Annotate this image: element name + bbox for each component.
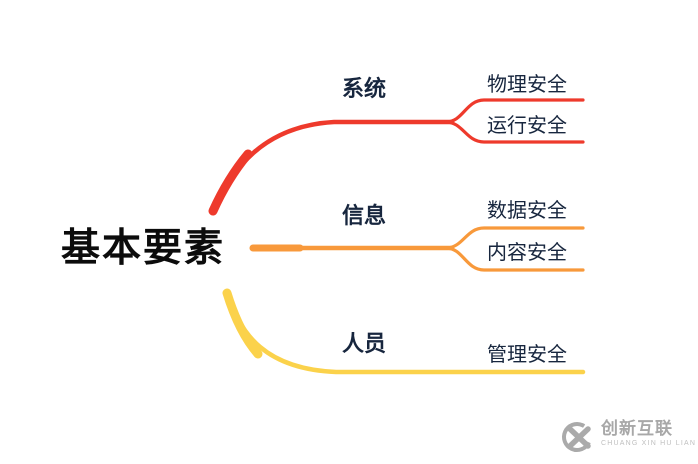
root-node: 基本要素: [61, 227, 226, 270]
branch-node-personnel: 人员: [342, 331, 387, 356]
logo-name: 创新互联: [601, 419, 673, 438]
child-node-data-security: 数据安全: [487, 200, 567, 222]
branch-fork-info-down: [444, 246, 585, 272]
branch-node-info: 信息: [342, 203, 387, 228]
branch-curve-personnel-taper: [222, 288, 263, 359]
branch-fork-system-down: [444, 120, 585, 144]
watermark-logo: 创新互联 CHUANG XIN HU LIAN: [559, 419, 696, 455]
child-node-management-security: 管理安全: [487, 344, 567, 366]
logo-tagline: CHUANG XIN HU LIAN: [601, 439, 697, 447]
child-node-physical-security: 物理安全: [487, 74, 567, 96]
branch-curve-system: [209, 119, 455, 216]
child-node-content-security: 内容安全: [487, 242, 567, 264]
branch-curve-system-taper: [208, 149, 253, 216]
child-node-operation-security: 运行安全: [487, 115, 567, 137]
cx-logo-icon: [562, 422, 592, 452]
branch-node-system: 系统: [342, 76, 387, 101]
